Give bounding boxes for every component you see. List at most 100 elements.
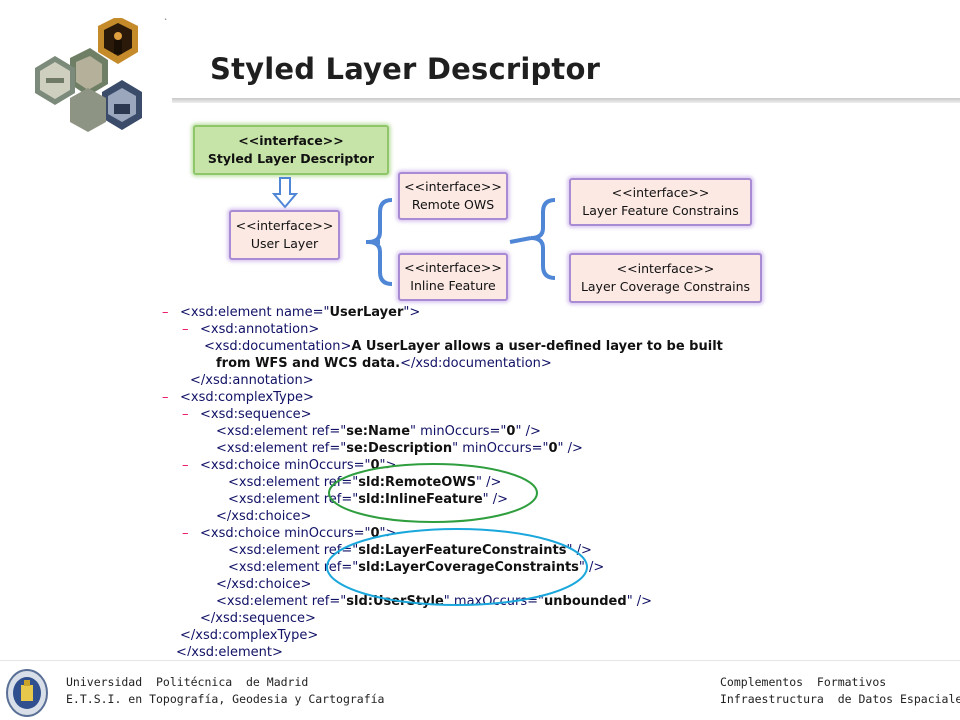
code-line: <xsd:element ref="sld:UserStyle" maxOccu… <box>216 593 652 610</box>
interface-name: Layer Coverage Constrains <box>580 279 751 294</box>
xml-markup: "> <box>379 526 397 541</box>
header-photo-collage-icon: ` <box>35 18 168 132</box>
title-divider <box>172 98 960 103</box>
stereotype-label: <<interface>> <box>235 218 334 233</box>
footer-course: Complementos Formativos <box>720 675 887 689</box>
collapse-toggle[interactable]: – <box>182 322 189 337</box>
xml-markup: " /> <box>626 594 653 609</box>
interface-name: Layer Feature Constrains <box>582 203 739 218</box>
code-line: –<xsd:annotation> <box>182 321 320 338</box>
stereotype-label: <<interface>> <box>616 261 715 276</box>
xml-markup: </xsd:annotation> <box>190 373 314 388</box>
stereotype-label: <<interface>> <box>404 260 502 275</box>
styled-layer-descriptor-box: <<interface>> Styled Layer Descriptor <box>193 125 389 175</box>
xml-markup: <xsd:element ref=" <box>216 441 347 456</box>
highlight-ellipse-blue <box>326 528 588 606</box>
xml-markup: " /> <box>578 560 605 575</box>
collapse-toggle[interactable]: – <box>162 390 169 405</box>
xsd-code-listing: –<xsd:element name="UserLayer">–<xsd:ann… <box>160 304 760 656</box>
collapse-toggle[interactable]: – <box>182 458 189 473</box>
xml-attr-value: sld:RemoteOWS <box>358 475 477 490</box>
xml-markup: </xsd:complexType> <box>180 628 319 643</box>
xml-markup: "> <box>403 305 421 320</box>
xml-markup: </xsd:choice> <box>216 577 312 592</box>
interface-name: Remote OWS <box>411 197 495 212</box>
code-line: –<xsd:choice minOccurs="0"> <box>182 525 397 542</box>
remote-ows-box: <<interface>> Remote OWS <box>398 172 508 220</box>
inline-feature-box: <<interface>> Inline Feature <box>398 253 508 301</box>
xml-attr-value: sld:InlineFeature <box>358 492 483 507</box>
user-layer-box: <<interface>> User Layer <box>229 210 340 260</box>
code-line: –<xsd:element name="UserLayer"> <box>162 304 421 321</box>
xml-markup: " /> <box>482 492 509 507</box>
xml-markup: <xsd:sequence> <box>200 407 312 422</box>
xml-markup: <xsd:element ref=" <box>216 594 347 609</box>
code-line: –<xsd:sequence> <box>182 406 312 423</box>
code-line: <xsd:element ref="sld:LayerCoverageConst… <box>228 559 604 576</box>
highlight-ellipse-green <box>328 463 538 523</box>
code-line: </xsd:annotation> <box>190 372 314 389</box>
code-line: <xsd:element ref="sld:LayerFeatureConstr… <box>228 542 592 559</box>
code-line: </xsd:choice> <box>216 508 311 525</box>
xml-markup: </xsd:choice> <box>216 509 312 524</box>
code-line: </xsd:choice> <box>216 576 311 593</box>
xml-markup: <xsd:documentation> <box>204 339 352 354</box>
layer-coverage-constrains-box: <<interface>> Layer Coverage Constrains <box>569 253 762 303</box>
down-arrow-icon <box>271 177 299 209</box>
code-line: </xsd:sequence> <box>200 610 316 627</box>
xml-markup: <xsd:element ref=" <box>228 560 359 575</box>
code-line: <xsd:documentation>A UserLayer allows a … <box>204 338 723 355</box>
collapse-toggle[interactable]: – <box>182 526 189 541</box>
code-line: –<xsd:choice minOccurs="0"> <box>182 457 397 474</box>
stereotype-label: <<interface>> <box>238 133 344 148</box>
code-line: from WFS and WCS data.</xsd:documentatio… <box>216 355 552 372</box>
code-line: <xsd:element ref="se:Name" minOccurs="0"… <box>216 423 541 440</box>
xml-markup: </xsd:sequence> <box>200 611 316 626</box>
university-seal-icon <box>6 669 48 717</box>
xml-markup: " minOccurs=" <box>410 424 507 439</box>
xml-text: from WFS and WCS data. <box>216 356 401 371</box>
stereotype-label: <<interface>> <box>611 185 710 200</box>
code-line: <xsd:element ref="sld:InlineFeature" /> <box>228 491 508 508</box>
xml-attr-value: UserLayer <box>329 305 404 320</box>
xml-attr-value: 0 <box>370 526 380 541</box>
footer-divider <box>0 660 960 661</box>
xml-attr-value: 0 <box>548 441 558 456</box>
collapse-toggle[interactable]: – <box>182 407 189 422</box>
code-line: <xsd:element ref="se:Description" minOcc… <box>216 440 583 457</box>
xml-attr-value: 0 <box>370 458 380 473</box>
xml-markup: " /> <box>515 424 541 439</box>
xml-markup: <xsd:annotation> <box>200 322 320 337</box>
xml-markup: <xsd:choice minOccurs=" <box>200 526 371 541</box>
footer-subject: Infraestructura de Datos Espaciales <box>720 692 960 706</box>
xml-markup: </xsd:documentation> <box>400 356 552 371</box>
layer-feature-constrains-box: <<interface>> Layer Feature Constrains <box>569 178 752 226</box>
xml-attr-value: se:Name <box>346 424 411 439</box>
xml-attr-value: se:Description <box>346 441 453 456</box>
xml-markup: <xsd:choice minOccurs=" <box>200 458 371 473</box>
code-line: </xsd:element> <box>176 644 283 656</box>
xml-markup: " /> <box>476 475 502 490</box>
xml-text: A UserLayer allows a user-defined layer … <box>351 339 723 354</box>
xml-attr-value: unbounded <box>544 594 627 609</box>
xml-markup: <xsd:element ref=" <box>228 492 359 507</box>
interface-name: Inline Feature <box>410 278 496 293</box>
xml-markup: <xsd:complexType> <box>180 390 314 405</box>
xml-markup: <xsd:element name=" <box>180 305 330 320</box>
page-title: Styled Layer Descriptor <box>210 52 601 86</box>
collapse-toggle[interactable]: – <box>162 305 169 320</box>
interface-name: User Layer <box>250 236 319 251</box>
xml-markup: </xsd:element> <box>176 645 283 656</box>
interface-name: Styled Layer Descriptor <box>207 151 375 166</box>
grouping-brackets <box>366 198 556 286</box>
xml-attr-value: 0 <box>506 424 516 439</box>
footer-university: Universidad Politécnica de Madrid <box>66 675 309 689</box>
xml-attr-value: sld:LayerFeatureConstraints <box>358 543 567 558</box>
code-line: </xsd:complexType> <box>180 627 318 644</box>
xml-attr-value: sld:LayerCoverageConstraints <box>358 560 579 575</box>
xml-markup: " minOccurs=" <box>452 441 549 456</box>
xml-markup: <xsd:element ref=" <box>216 424 347 439</box>
stereotype-label: <<interface>> <box>404 179 502 194</box>
footer-school: E.T.S.I. en Topografía, Geodesia y Carto… <box>66 692 385 706</box>
xml-markup: "> <box>379 458 397 473</box>
